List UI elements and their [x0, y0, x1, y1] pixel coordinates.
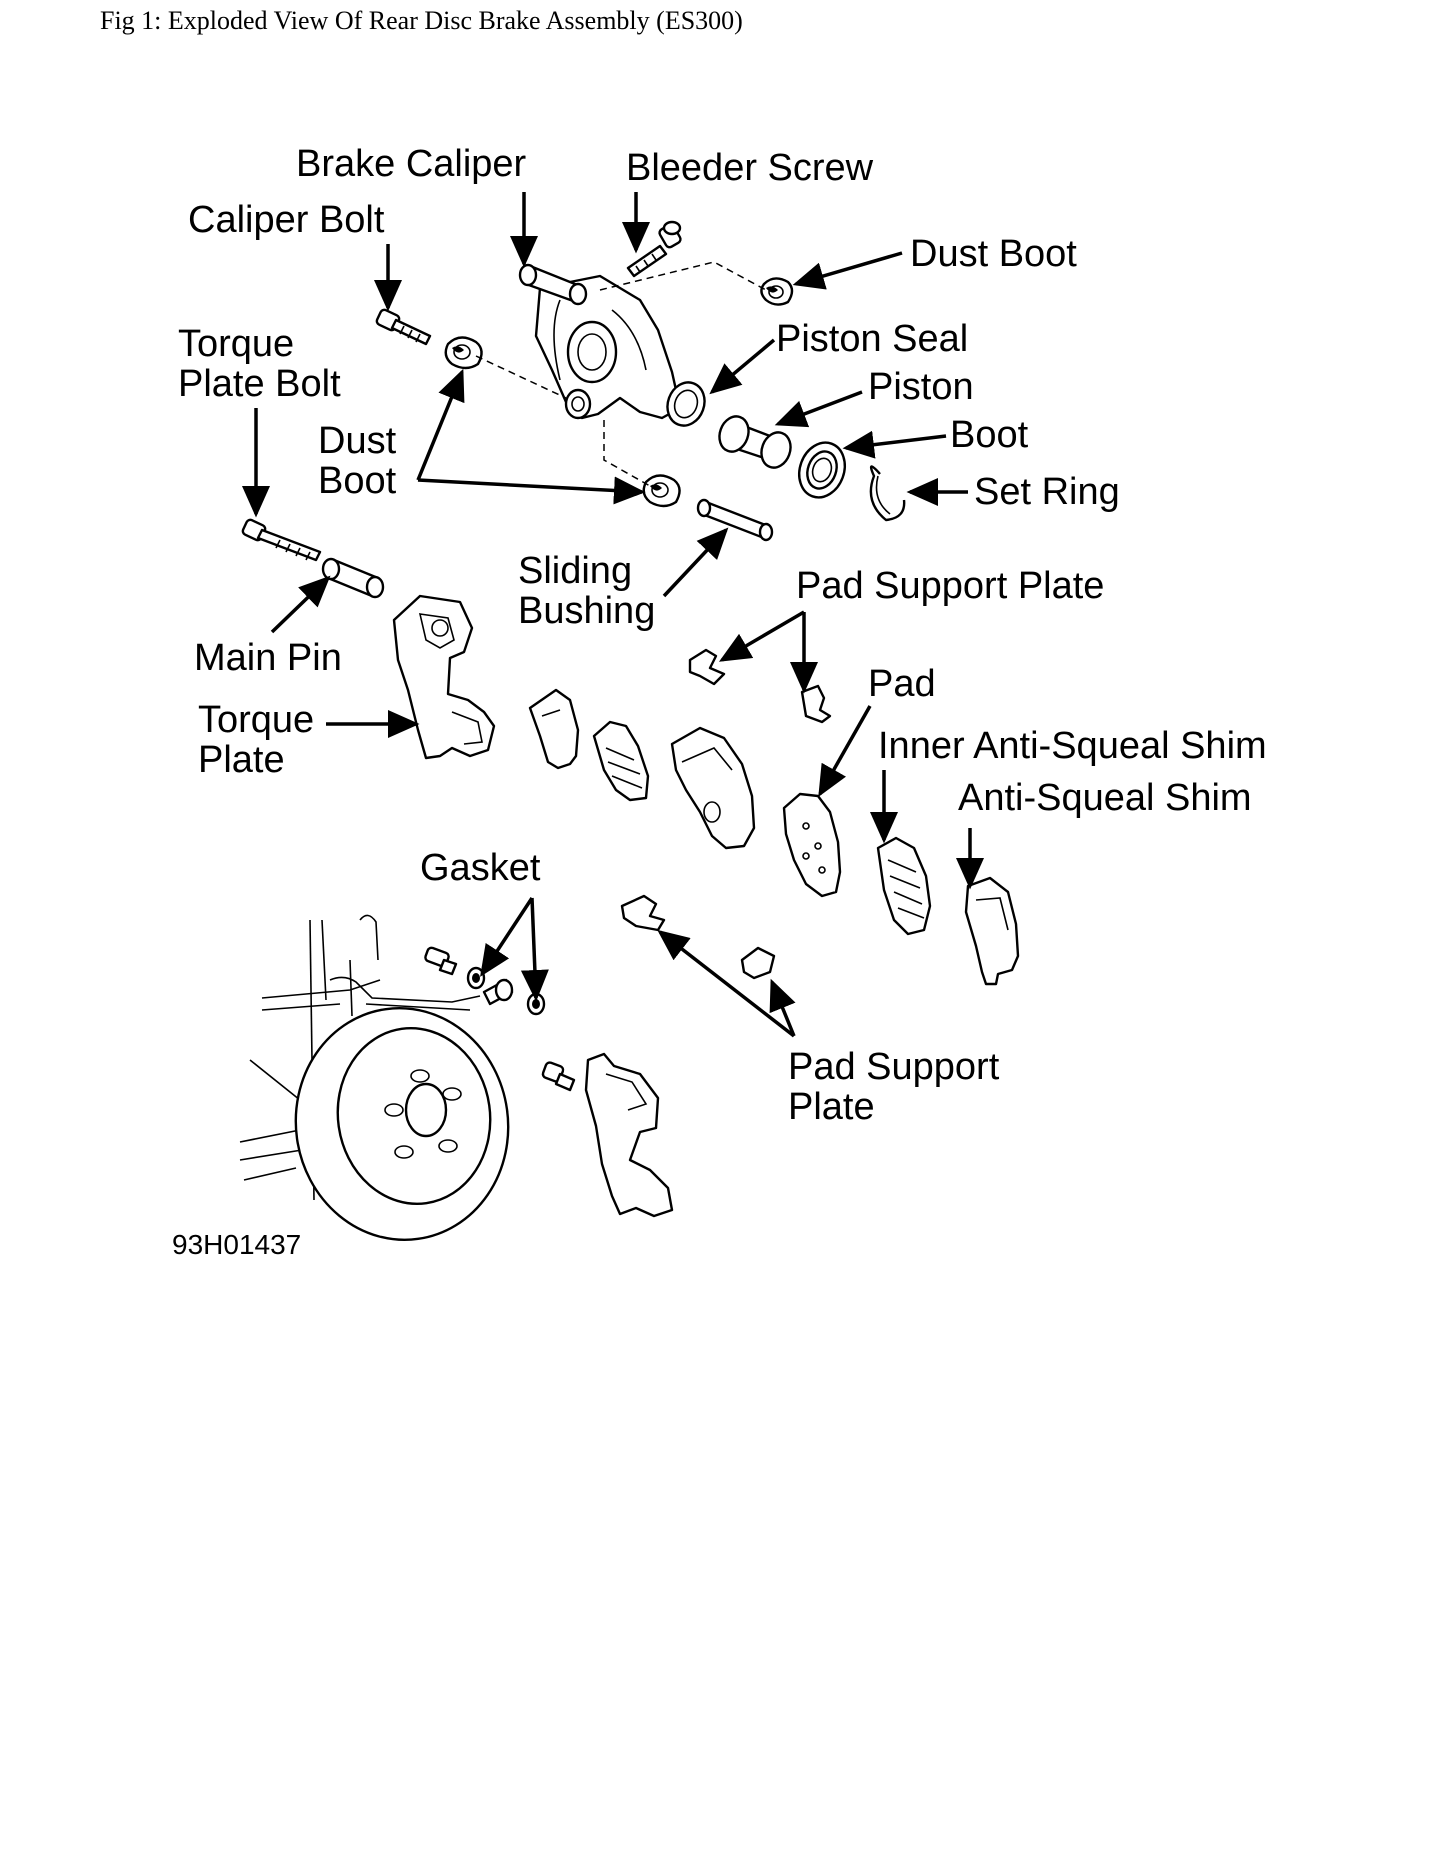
label-torque-plate-bolt-line2: Plate Bolt — [178, 363, 341, 405]
label-bleeder-screw: Bleeder Screw — [626, 147, 874, 189]
label-pad-support-plate-bottom-line2: Plate — [788, 1086, 875, 1128]
torque-plate-part — [392, 594, 496, 760]
leader-pad-support-plate-top-a — [718, 610, 805, 662]
main-pin-part — [321, 557, 385, 599]
leader-dust-boot-left-a — [416, 368, 465, 481]
label-set-ring: Set Ring — [974, 471, 1120, 513]
sliding-bushing-part — [696, 498, 774, 542]
brake-caliper-part — [518, 263, 682, 420]
figure-code: 93H01437 — [172, 1229, 301, 1260]
assembly-line-lower — [603, 420, 651, 487]
leader-piston-seal — [709, 338, 776, 395]
lower-mount-part — [541, 1052, 674, 1218]
leader-gasket-b — [520, 897, 549, 1002]
hose-fittings-part — [424, 946, 546, 1016]
label-inner-anti-squeal-shim: Inner Anti-Squeal Shim — [878, 725, 1267, 767]
outer-pad-part — [670, 726, 756, 850]
dust-boot-part-left — [444, 336, 483, 370]
figure-title: Fig 1: Exploded View Of Rear Disc Brake … — [100, 6, 743, 35]
leader-pad — [818, 705, 872, 798]
leader-boot — [842, 430, 947, 459]
leader-dust-boot-left-b — [417, 476, 646, 505]
inner-pad-part — [782, 792, 842, 898]
pad-support-plate-part-3 — [620, 894, 666, 932]
outer-shim-part-2 — [592, 720, 650, 802]
assembly-line-top — [599, 261, 767, 291]
leader-gasket-a — [480, 897, 534, 977]
pad-support-plate-part-2 — [800, 684, 832, 724]
dust-boot-part-lower — [642, 474, 681, 508]
boot-part — [798, 441, 846, 499]
dust-boot-part-top — [760, 277, 794, 306]
label-dust-boot-left-line2: Boot — [318, 460, 397, 502]
label-torque-plate-line1: Torque — [198, 699, 314, 741]
set-ring-inner — [875, 475, 891, 515]
leader-pad-support-plate-bottom-b — [769, 978, 796, 1037]
anti-squeal-shim-part — [964, 876, 1020, 986]
leader-pad-support-plate-bottom-a — [657, 929, 796, 1038]
pad-support-plate-part-1 — [688, 648, 726, 686]
label-boot: Boot — [950, 414, 1029, 456]
label-sliding-bushing-line1: Sliding — [518, 550, 632, 592]
label-brake-caliper: Brake Caliper — [296, 143, 527, 185]
rotor-hub-part — [239, 914, 510, 1242]
leader-dust-boot-top — [792, 251, 903, 290]
leader-main-pin — [270, 575, 331, 634]
torque-plate-bolt-part — [241, 518, 322, 562]
piston-seal-part — [666, 381, 706, 427]
bleeder-screw-part — [626, 220, 682, 278]
label-anti-squeal-shim: Anti-Squeal Shim — [958, 777, 1252, 819]
label-pad-support-plate-top: Pad Support Plate — [796, 565, 1104, 607]
pad-support-plate-part-4 — [740, 946, 776, 980]
label-dust-boot-left-line1: Dust — [318, 420, 397, 462]
label-gasket: Gasket — [420, 847, 541, 889]
caliper-bolt-part — [375, 308, 432, 346]
label-pad-support-plate-bottom-line1: Pad Support — [788, 1046, 1000, 1088]
label-torque-plate-line2: Plate — [198, 739, 285, 781]
label-caliper-bolt: Caliper Bolt — [188, 199, 385, 241]
piston-part — [718, 415, 792, 469]
set-ring-part — [869, 465, 906, 522]
inner-anti-squeal-shim-part — [876, 836, 932, 936]
leader-sliding-bushing — [662, 527, 729, 598]
assembly-line-left — [475, 355, 567, 399]
label-pad: Pad — [868, 663, 936, 705]
label-piston-seal: Piston Seal — [776, 318, 968, 360]
outer-shim-part — [528, 688, 580, 770]
label-dust-boot-top: Dust Boot — [910, 233, 1077, 275]
label-torque-plate-bolt-line1: Torque — [178, 323, 294, 365]
label-sliding-bushing-line2: Bushing — [518, 590, 655, 632]
label-main-pin: Main Pin — [194, 637, 342, 679]
label-piston: Piston — [868, 366, 974, 408]
leader-piston — [774, 390, 863, 428]
